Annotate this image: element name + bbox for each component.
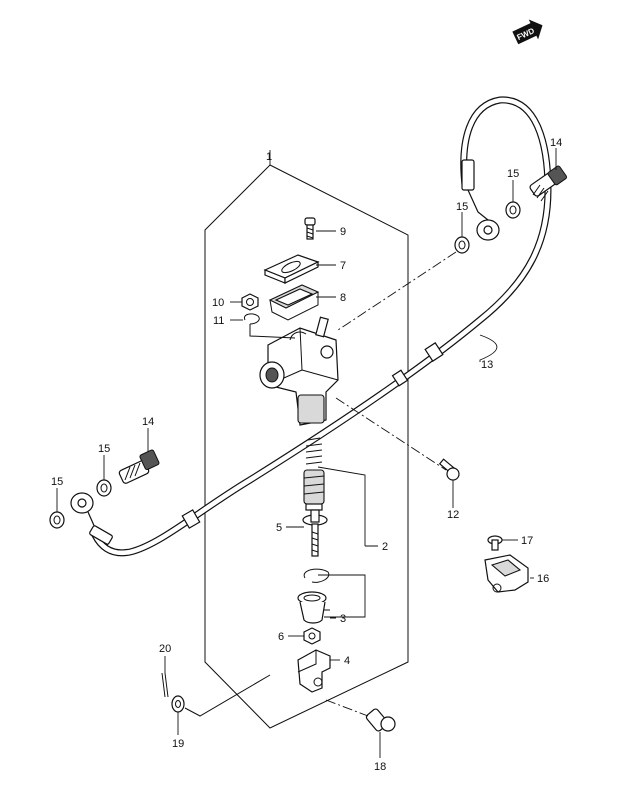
callout-15-b: 15 bbox=[507, 168, 519, 180]
callout-7: 7 bbox=[340, 260, 346, 272]
cotter-pin-20 bbox=[161, 672, 169, 698]
callout-16: 16 bbox=[537, 573, 549, 585]
push-rod bbox=[302, 509, 328, 557]
screw-9 bbox=[304, 217, 316, 240]
callout-2: 2 bbox=[382, 541, 388, 553]
snap-ring bbox=[303, 568, 330, 583]
screw-17 bbox=[487, 535, 503, 551]
callout-1: 1 bbox=[266, 151, 272, 163]
circlip-11 bbox=[243, 313, 260, 325]
callout-4: 4 bbox=[344, 655, 350, 667]
callout-11: 11 bbox=[213, 315, 224, 327]
callout-10: 10 bbox=[212, 297, 224, 309]
nut-6 bbox=[303, 627, 321, 645]
brake-hose bbox=[70, 96, 552, 557]
leader-lines bbox=[56, 148, 557, 758]
union-bolt-upper bbox=[529, 165, 568, 202]
callout-6: 6 bbox=[278, 631, 284, 643]
callout-14-upper: 14 bbox=[550, 137, 562, 149]
callout-12: 12 bbox=[447, 509, 459, 521]
boot-3 bbox=[297, 591, 327, 624]
diaphragm bbox=[268, 284, 320, 321]
union-bolt-lower bbox=[118, 449, 160, 484]
clevis-4 bbox=[297, 649, 331, 693]
callout-8: 8 bbox=[340, 292, 346, 304]
bracket-16 bbox=[484, 554, 529, 593]
master-cylinder-body bbox=[259, 316, 339, 426]
pin-18 bbox=[365, 708, 396, 732]
callout-13: 13 bbox=[481, 359, 493, 371]
callout-9: 9 bbox=[340, 226, 346, 238]
reservoir-cap bbox=[263, 254, 320, 284]
callout-20: 20 bbox=[159, 643, 171, 655]
callout-15-d: 15 bbox=[51, 476, 63, 488]
gasket-15-b bbox=[505, 201, 521, 219]
assembly-frame bbox=[204, 164, 409, 729]
callout-3: 3 bbox=[340, 613, 346, 625]
guide-lines bbox=[325, 251, 457, 717]
gasket-15-d bbox=[49, 511, 65, 529]
washer-19 bbox=[171, 695, 185, 713]
callout-14-lower: 14 bbox=[142, 416, 154, 428]
fwd-arrow-badge: FWD bbox=[512, 19, 543, 45]
nut-10 bbox=[241, 293, 259, 311]
callout-5: 5 bbox=[276, 522, 282, 534]
gasket-15-c bbox=[96, 479, 112, 497]
callout-19: 19 bbox=[172, 738, 184, 750]
callout-18: 18 bbox=[374, 761, 386, 773]
callout-labels: 1 2 3 4 5 6 7 8 9 10 11 12 13 14 14 15 1… bbox=[51, 137, 562, 773]
piston-spring bbox=[303, 437, 325, 511]
callout-17: 17 bbox=[521, 535, 533, 547]
gasket-15-a bbox=[454, 236, 470, 254]
callout-15-a: 15 bbox=[456, 201, 468, 213]
callout-15-c: 15 bbox=[98, 443, 110, 455]
bolt-12 bbox=[438, 458, 460, 481]
